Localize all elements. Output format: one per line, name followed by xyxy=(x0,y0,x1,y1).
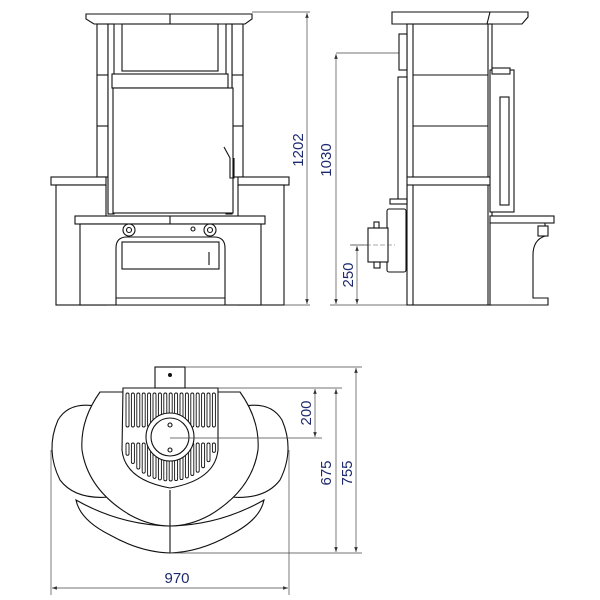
grate-slot xyxy=(141,442,146,474)
grate-slot xyxy=(190,392,195,428)
top-cap xyxy=(85,13,253,25)
front-view: 1202 xyxy=(50,11,310,306)
left-tile-column xyxy=(96,23,109,178)
grate-slot xyxy=(195,442,200,473)
grate-slot xyxy=(206,442,211,463)
rear-shelf xyxy=(489,215,555,224)
dim-970: 970 xyxy=(164,570,189,587)
grate-slot xyxy=(130,442,135,464)
dim-675: 675 xyxy=(318,460,335,485)
rear-flue-box xyxy=(154,366,186,389)
grate-slot xyxy=(130,392,135,428)
right-shelf xyxy=(237,176,290,186)
grate-slot xyxy=(125,442,130,456)
left-shelf xyxy=(50,176,107,186)
rear-flue-pipe xyxy=(489,69,515,213)
grate-slot xyxy=(211,442,216,453)
grate-slot xyxy=(206,392,211,428)
grate-slot xyxy=(211,392,216,428)
dim-1030: 1030 xyxy=(318,143,335,176)
grate-slot xyxy=(136,392,141,428)
dim-250: 250 xyxy=(340,262,357,287)
dim-200: 200 xyxy=(298,400,315,425)
grate-slot xyxy=(141,392,146,428)
right-tile-column xyxy=(231,23,244,178)
dim-1202: 1202 xyxy=(290,133,307,166)
grate-slot xyxy=(201,442,206,469)
wheel-left-icon xyxy=(122,223,136,237)
grate-slot xyxy=(195,392,200,428)
door-handle xyxy=(223,146,235,179)
dim-755: 755 xyxy=(339,460,356,485)
grate-slot xyxy=(201,392,206,428)
top-opening xyxy=(121,23,219,72)
air-inlet-box xyxy=(386,208,407,273)
upper-band xyxy=(111,73,229,89)
side-view: 1030 250 xyxy=(318,11,555,306)
ash-drawer xyxy=(115,236,226,306)
grate-slot xyxy=(125,392,130,428)
door xyxy=(112,87,234,214)
side-top-cap xyxy=(391,11,529,25)
grate-slot xyxy=(136,442,141,470)
top-view: 200 675 755 970 xyxy=(50,366,362,595)
grate-slot xyxy=(147,392,152,428)
side-body xyxy=(406,23,493,306)
wheel-right-icon xyxy=(203,223,217,237)
valve-icon xyxy=(537,225,549,237)
